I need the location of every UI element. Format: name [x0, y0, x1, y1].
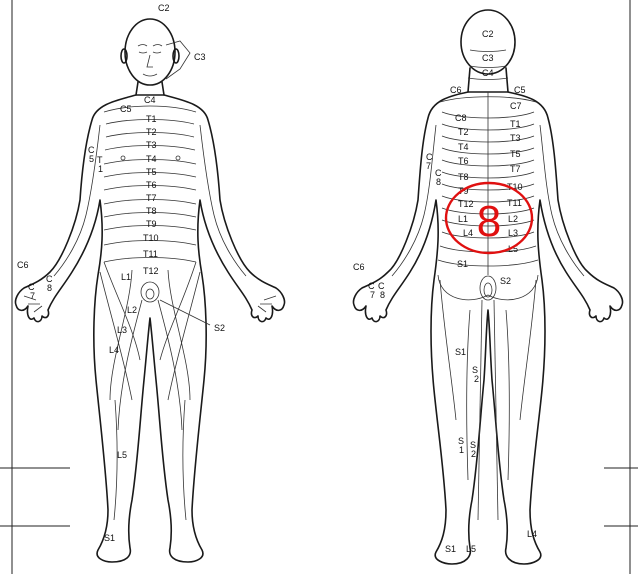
back-label-s1-calf2: 1: [459, 445, 464, 455]
back-label-hand-8: 8: [380, 290, 385, 300]
front-label-l3: L3: [117, 325, 127, 335]
front-label-c4: C4: [144, 95, 156, 105]
front-label-l1: L1: [121, 272, 131, 282]
back-label-t3: T3: [510, 133, 521, 143]
back-label-c5: C5: [514, 85, 526, 95]
back-label-l4-foot: L4: [527, 529, 537, 539]
annotation-number: 8: [477, 197, 501, 246]
back-label-t5: T5: [510, 149, 521, 159]
back-label-c8: C8: [455, 113, 467, 123]
front-label-t10: T10: [143, 233, 159, 243]
back-label-t7: T7: [510, 164, 521, 174]
front-label-c5: C5: [120, 104, 132, 114]
front-label-t5: T5: [146, 167, 157, 177]
front-label-l2: L2: [127, 305, 137, 315]
back-label-s1-foot: S1: [445, 544, 456, 554]
back-label-c2: C2: [482, 29, 494, 39]
back-label-s1: S1: [457, 259, 468, 269]
front-label-t6: T6: [146, 180, 157, 190]
back-label-c6: C6: [450, 85, 462, 95]
back-label-l1: L1: [458, 214, 468, 224]
front-label-t1-side2: 1: [98, 164, 103, 174]
back-label-s1-leg: S1: [455, 347, 466, 357]
back-label-c6: C6: [353, 262, 365, 272]
back-label-l2: L2: [508, 214, 518, 224]
front-label-t12: T12: [143, 266, 159, 276]
back-label-t11: T11: [507, 198, 522, 208]
back-label-c7-side2: 7: [426, 161, 431, 171]
back-head: [461, 10, 515, 74]
back-label-hand-7: 7: [370, 290, 375, 300]
back-label-c4: C4: [482, 68, 494, 78]
front-label-t8: T8: [146, 206, 157, 216]
back-label-t1: T1: [510, 119, 521, 129]
back-label-c3: C3: [482, 53, 494, 63]
back-label-t4: T4: [458, 142, 469, 152]
back-label-t6: T6: [458, 156, 469, 166]
front-label-t7: T7: [146, 193, 157, 203]
back-label-s2-calf2: 2: [471, 449, 476, 459]
front-label-t2: T2: [146, 127, 157, 137]
back-label-s2-leg2: 2: [474, 374, 479, 384]
back-label-t2: T2: [458, 127, 469, 137]
back-label-c7: C7: [510, 101, 522, 111]
front-label-l5: L5: [117, 450, 127, 460]
front-label-t11: T11: [143, 249, 158, 259]
front-label-c3: C3: [194, 52, 206, 62]
back-figure: [353, 10, 622, 564]
front-body-outline: [15, 95, 284, 562]
front-head: [125, 19, 175, 85]
back-label-c8-side2: 8: [436, 177, 441, 187]
front-label-c7-hand2: 7: [30, 291, 35, 301]
back-label-t12: T12: [458, 199, 474, 209]
back-label-l3: L3: [508, 228, 518, 238]
back-label-t8: T8: [458, 172, 469, 182]
front-label-c5-side2: 5: [89, 154, 94, 164]
back-label-s2: S2: [500, 276, 511, 286]
front-label-l4: L4: [109, 345, 119, 355]
back-label-l5-foot: L5: [466, 544, 476, 554]
back-label-l4: L4: [463, 228, 473, 238]
front-label-c8-hand2: 8: [47, 283, 52, 293]
front-label-t9: T9: [146, 219, 157, 229]
front-label-c2: C2: [158, 3, 170, 13]
front-label-c6: C6: [17, 260, 29, 270]
front-label-s2: S2: [214, 323, 225, 333]
front-label-s1: S1: [104, 533, 115, 543]
front-label-t1: T1: [146, 114, 157, 124]
front-label-t3: T3: [146, 140, 157, 150]
front-label-t4: T4: [146, 154, 157, 164]
